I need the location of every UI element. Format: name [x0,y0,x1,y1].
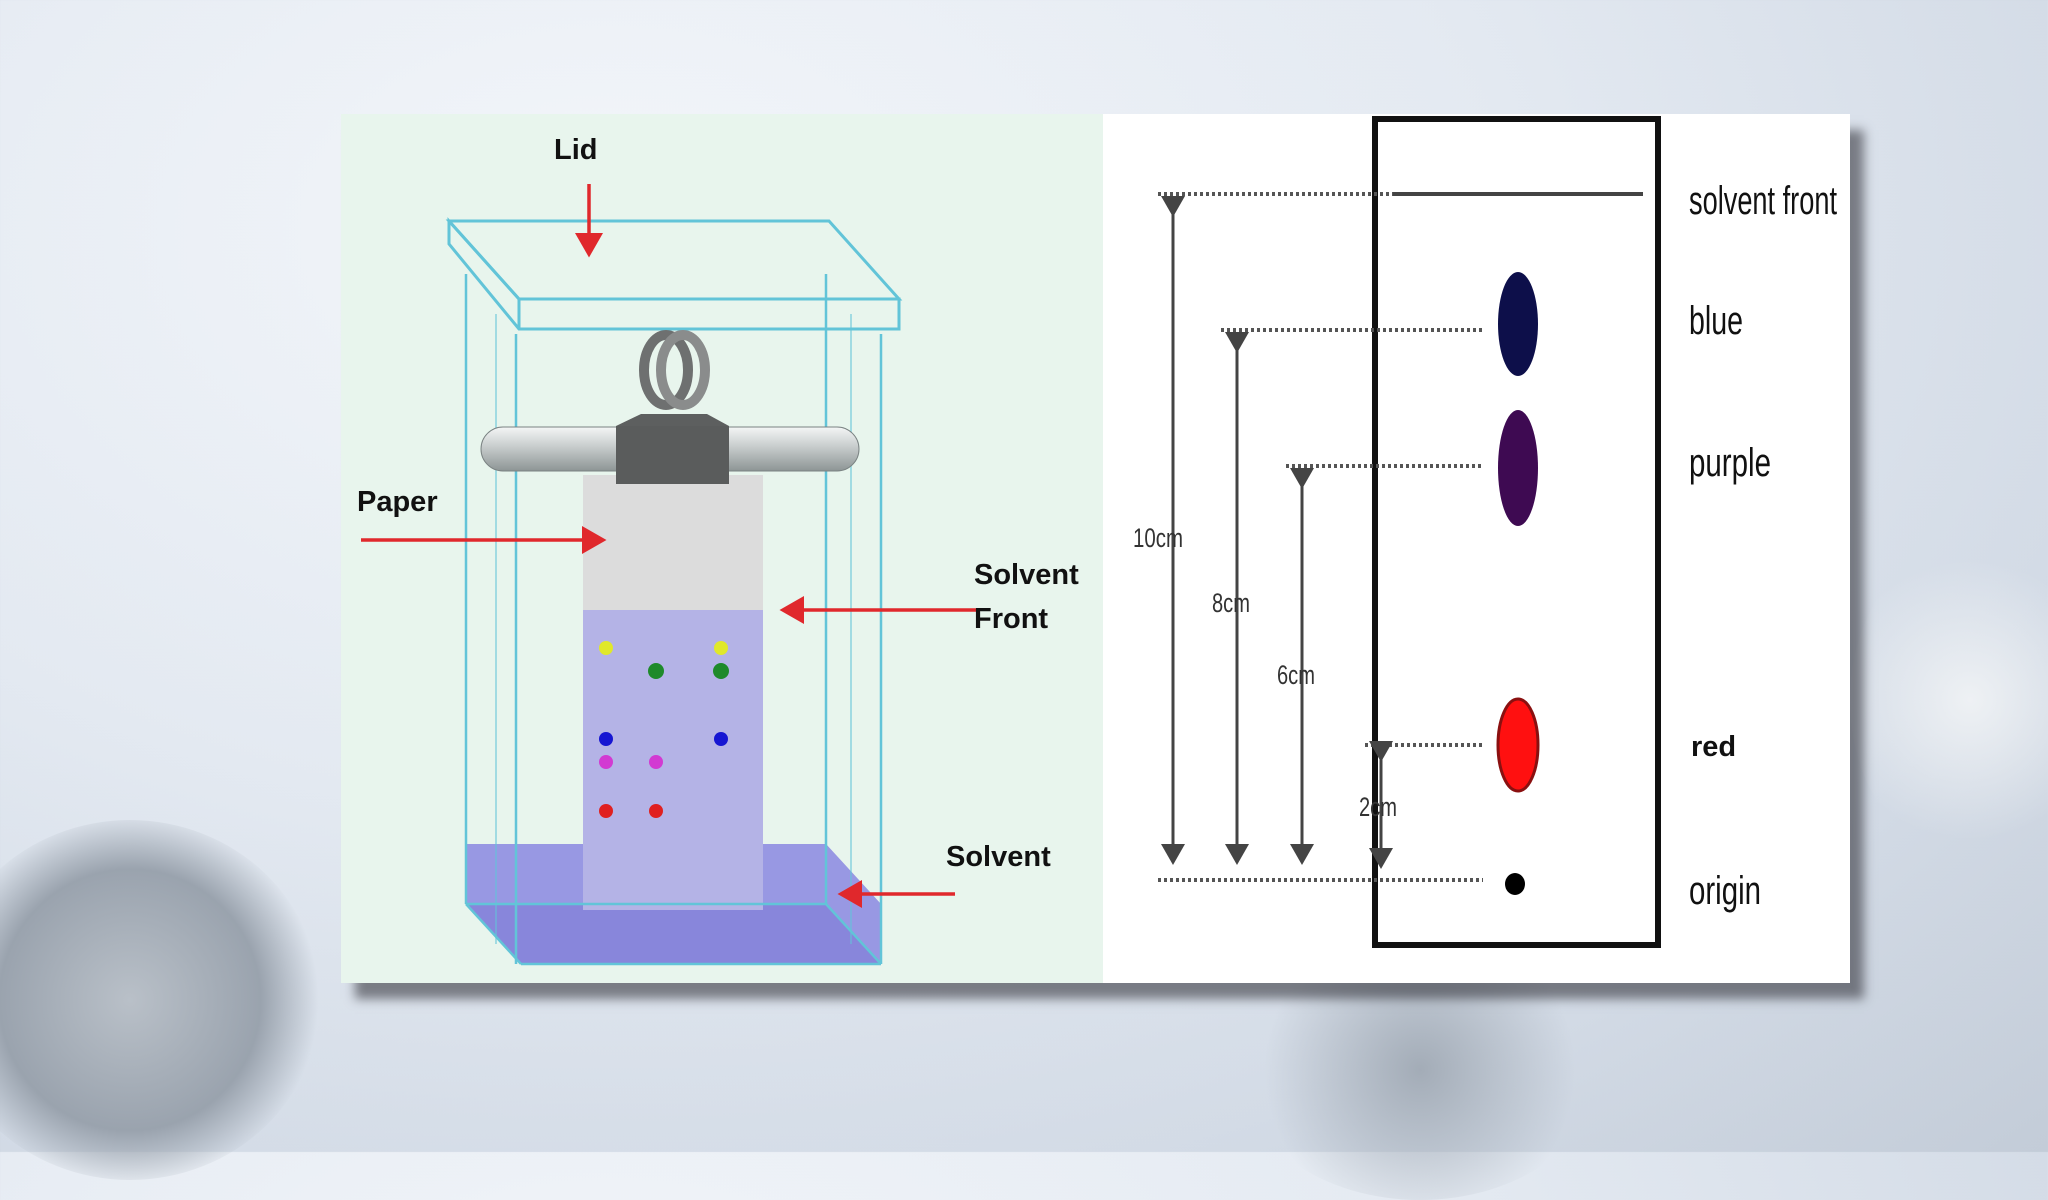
blue-distance-label: 8cm [1212,588,1250,618]
background-decoration [0,820,320,1180]
magenta-spot [599,755,613,769]
blue-spot [1498,272,1538,376]
blue-label: blue [1689,299,1743,343]
apparatus-panel: Lid Paper Solvent Front Solvent [341,114,1103,983]
solvent-label: Solvent [946,841,1051,873]
chromatogram-panel: 10cm 8cm 6cm 2cm solvent front blue purp… [1103,114,1850,983]
background-decoration [1850,540,2048,860]
green-spot [713,663,729,679]
chromatogram-diagram: 10cm 8cm 6cm 2cm solvent front blue purp… [1133,116,1837,948]
origin-spot [1505,873,1525,895]
red-spot [599,804,613,818]
lid-label: Lid [554,134,598,166]
purple-label: purple [1689,441,1771,485]
solvent-front-label: solvent front [1689,179,1837,223]
purple-distance-label: 6cm [1277,660,1315,690]
paper-strip [583,475,763,610]
slide-figure: Lid Paper Solvent Front Solvent [341,114,1850,983]
paper-label: Paper [357,486,438,518]
blue-spot [599,732,613,746]
red-spot [1496,697,1540,793]
magenta-spot [649,755,663,769]
red-distance-label: 2cm [1359,792,1397,822]
red-label: red [1691,731,1736,763]
chromatography-paper [1372,116,1661,948]
solvent-front-label: Front [974,603,1048,635]
lid [445,217,903,331]
purple-spot [1498,410,1538,526]
bulldog-clip [616,330,729,484]
solvent-front-label: Solvent [974,559,1079,591]
origin-label: origin [1689,869,1761,913]
yellow-spot [714,641,728,655]
wet-paper [583,610,763,910]
red-spot [649,804,663,818]
blue-spot [714,732,728,746]
green-spot [648,663,664,679]
yellow-spot [599,641,613,655]
apparatus-diagram: Lid Paper Solvent Front Solvent [357,134,1079,966]
solvent-front-distance-label: 10cm [1133,523,1183,553]
